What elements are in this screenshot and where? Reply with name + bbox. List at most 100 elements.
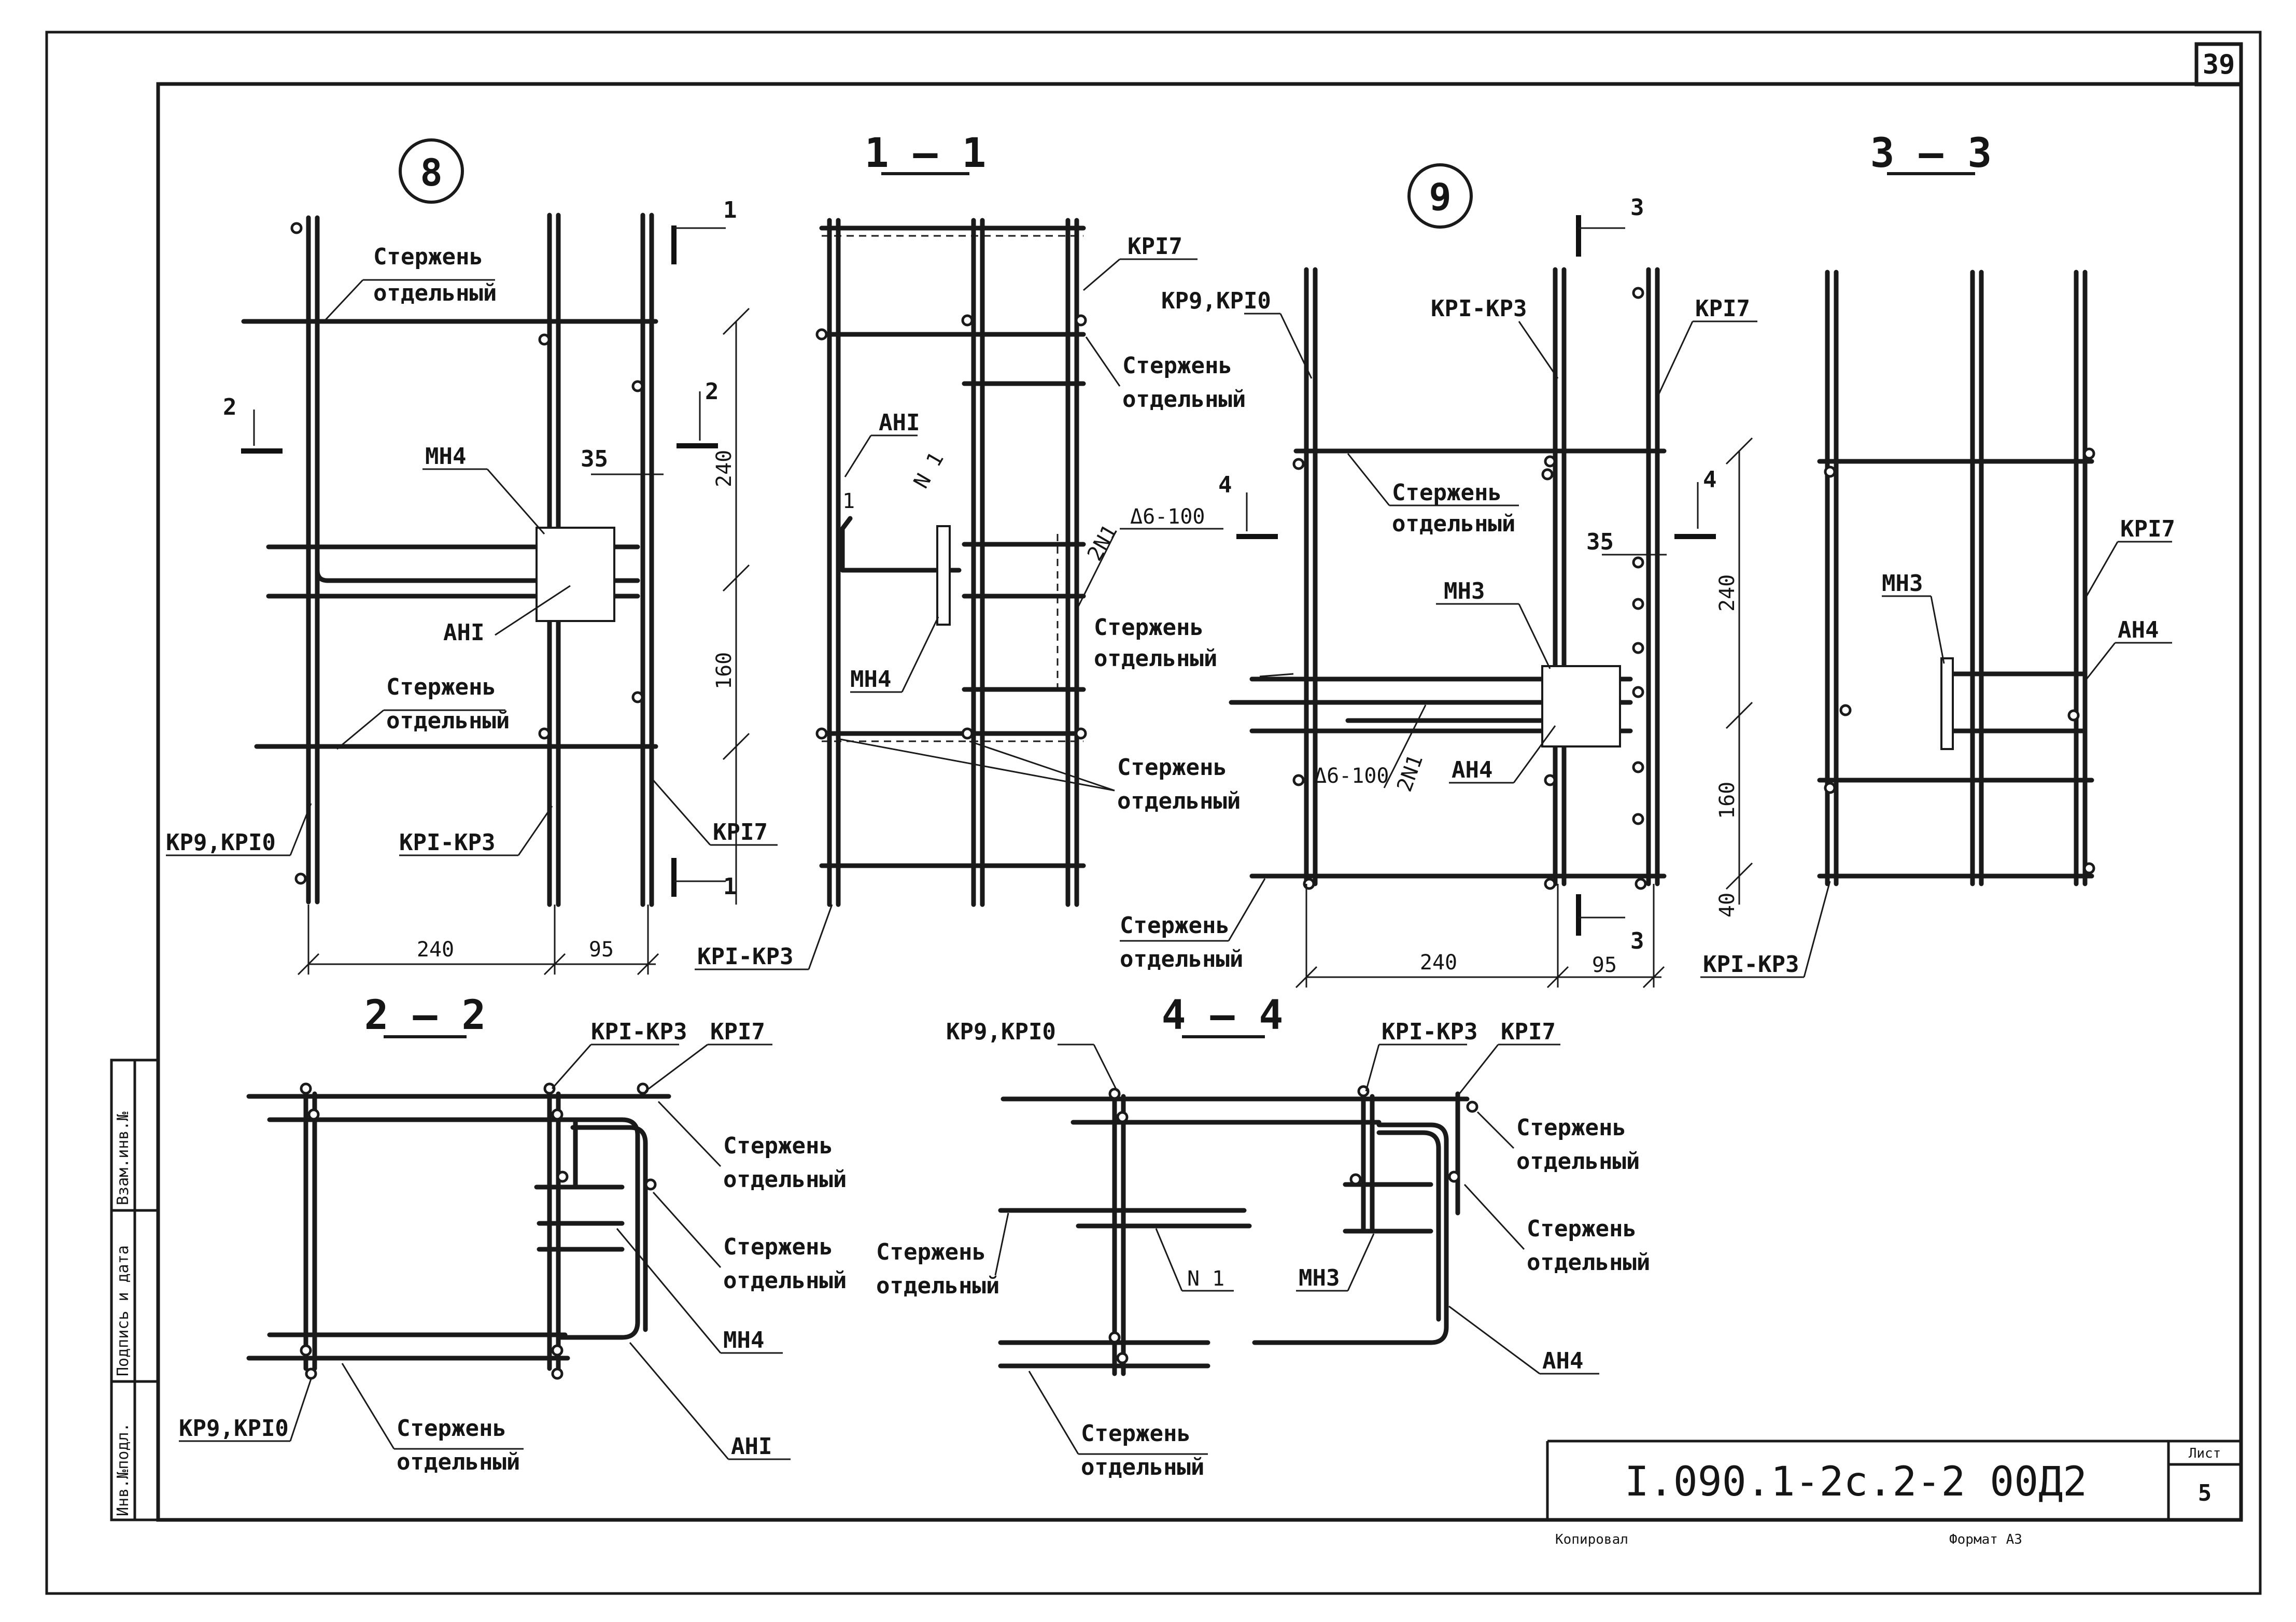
view-node-9: 9 3 3 4 — [1120, 163, 1757, 989]
dim-35: 35 — [581, 446, 608, 472]
node9-an4-label: АН4 — [1452, 757, 1492, 783]
s33-kr13-label: КРI-КР3 — [1703, 951, 1799, 978]
node9-dim-40-vertical: 40 — [1715, 893, 1739, 918]
s22-mn4-label: МН4 — [723, 1327, 764, 1353]
node9-dim-95-horizontal: 95 — [1592, 953, 1617, 977]
view-section-4-4: 4 — 4 КР9,КРI0 КРI-КР3 КРI7 Ст — [876, 992, 1650, 1480]
s44-kr9-label: КР9,КРI0 — [946, 1019, 1056, 1045]
node9-rod-bottom-label-1: Стержень — [1120, 912, 1230, 939]
s11-rod2-label-2: отдельный — [1094, 645, 1217, 672]
s11-rod1-label-1: Стержень — [1122, 352, 1232, 379]
plate-mn4 — [536, 527, 615, 622]
sheet-label: Лист — [2189, 1446, 2221, 1461]
dim-95-horizontal: 95 — [589, 938, 614, 962]
node-9-number: 9 — [1429, 175, 1451, 219]
node-9-marker — [1407, 163, 1473, 229]
s22-rod2-label-2: отдельный — [723, 1267, 847, 1294]
s11-rod1-label-2: отдельный — [1122, 386, 1246, 413]
section-2-2-title: 2 — 2 — [364, 992, 486, 1039]
view-section-2-2: 2 — 2 КРI-КР3 КРI7 Стержень от — [179, 992, 847, 1475]
s44-rod-bottom-label-1: Стержень — [1081, 1420, 1191, 1447]
plate-mn3 — [1541, 665, 1621, 747]
document-code: I.090.1-2с.2-2 00Д2 — [1625, 1459, 2087, 1505]
stamp-inv-replace: Взам.инв.№ — [114, 1111, 132, 1205]
copied-label: Копировал — [1555, 1532, 1628, 1547]
s11-rod2-label-1: Стержень — [1094, 614, 1204, 641]
node8-kr17-label: КРI7 — [713, 819, 768, 845]
node8-mn4-label: МН4 — [425, 443, 466, 470]
side-stamp: Инв.№подл. Подпись и дата Взам.инв.№ — [110, 1059, 160, 1521]
cut-mark-2-right: 2 — [705, 378, 719, 405]
s44-rod-left-label-1: Стержень — [876, 1239, 986, 1265]
outer-frame — [45, 31, 2262, 1595]
node9-rod-bottom-label-2: отдельный — [1120, 946, 1243, 972]
s44-mn3-label: МН3 — [1299, 1265, 1340, 1291]
node9-dim-35: 35 — [1586, 529, 1614, 555]
dim-160-vertical: 160 — [712, 652, 736, 689]
s44-rod-left-label-2: отдельный — [876, 1273, 999, 1299]
node9-2n1-label: 2N1 — [1392, 752, 1428, 795]
inner-frame — [156, 82, 2243, 1522]
node9-mn3-label: МН3 — [1444, 578, 1485, 604]
s44-rod2-label-1: Стержень — [1527, 1216, 1637, 1242]
s11-n1-index: 1 — [842, 489, 855, 513]
node9-dim-240-vertical: 240 — [1715, 574, 1739, 612]
node8-kr9-label: КР9,КРI0 — [166, 829, 276, 856]
cut-mark-4-left: 4 — [1218, 472, 1232, 498]
node8-rod-top-label-1: Стержень — [373, 244, 483, 270]
node9-dim-240-horizontal: 240 — [1420, 951, 1457, 975]
s11-mn4-label: МН4 — [850, 666, 891, 693]
node9-weld-label: Δ6-100 — [1314, 764, 1389, 788]
s11-an1-label: АНI — [879, 410, 920, 436]
title-block: I.090.1-2с.2-2 00Д2 Лист 5 Копировал Фор… — [1546, 1440, 2241, 1547]
stamp-signature-date: Подпись и дата — [114, 1245, 132, 1376]
s11-rod3-label-1: Стержень — [1117, 754, 1227, 781]
s33-an4-label: АН4 — [2118, 617, 2159, 643]
s22-an1-label: АНI — [731, 1433, 772, 1460]
node9-rod-top-label-2: отдельный — [1392, 511, 1515, 537]
node-8-marker — [399, 138, 464, 204]
s44-kr17-label: КРI7 — [1501, 1019, 1556, 1045]
section11-plate — [936, 525, 951, 626]
node9-kr13-label: КРI-КР3 — [1431, 295, 1527, 322]
s22-kr17-label: КРI7 — [710, 1019, 765, 1045]
cut-mark-1-bottom: 1 — [723, 873, 737, 900]
section33-plate — [1940, 657, 1954, 750]
s11-kr13-label: КРI-КР3 — [697, 943, 793, 970]
view-section-3-3: 3 — 3 КРI7 МН3 АН4 КРI-КР3 — [1700, 130, 2175, 978]
s22-rod1-label-2: отдельный — [723, 1166, 847, 1193]
s22-kr9-label: КР9,КРI0 — [179, 1415, 289, 1442]
node9-rod-top-label-1: Стержень — [1392, 479, 1502, 506]
view-node-8: 8 1 1 2 2 — [166, 138, 778, 976]
s33-mn3-label: МН3 — [1882, 570, 1923, 597]
page-number-box — [2194, 42, 2243, 87]
s44-kr13-label: КРI-КР3 — [1382, 1019, 1477, 1045]
s44-rod-bottom-label-2: отдельный — [1081, 1454, 1204, 1480]
node8-rod-top-label-2: отдельный — [373, 280, 497, 306]
section-4-4-title: 4 — 4 — [1162, 992, 1284, 1039]
stamp-inv-orig: Инв.№подл. — [114, 1422, 132, 1516]
format-label: Формат А3 — [1949, 1532, 2022, 1547]
cut-mark-3-bottom: 3 — [1630, 928, 1644, 954]
cut-mark-1-top: 1 — [723, 197, 737, 223]
page-number: 39 — [2203, 49, 2235, 80]
node9-dim-160-vertical: 160 — [1715, 782, 1739, 819]
s11-n1-label: N 1 — [909, 448, 949, 492]
node8-rod-mid-label-1: Стержень — [386, 674, 496, 700]
cut-mark-4-right: 4 — [1703, 467, 1717, 493]
s11-kr17-label: КРI7 — [1128, 233, 1182, 260]
cut-mark-2-left: 2 — [223, 394, 237, 420]
s11-weld-label: Δ6-100 — [1130, 505, 1205, 529]
s33-kr17-label: КРI7 — [2120, 516, 2175, 542]
node-8-number: 8 — [420, 151, 442, 194]
s44-n1-label: N 1 — [1187, 1267, 1224, 1291]
node9-kr9-label: КР9,КРI0 — [1161, 288, 1271, 314]
view-section-1-1: 1 — 1 КРI7 Стержень — [695, 130, 1246, 970]
dim-240-horizontal: 240 — [417, 938, 454, 962]
dim-240-vertical: 240 — [712, 450, 736, 487]
node8-an1-label: АНI — [443, 619, 484, 646]
s22-rod3-label-1: Стержень — [397, 1415, 506, 1442]
node8-rod-mid-label-2: отдельный — [386, 708, 510, 734]
sheet-number: 5 — [2198, 1480, 2212, 1506]
